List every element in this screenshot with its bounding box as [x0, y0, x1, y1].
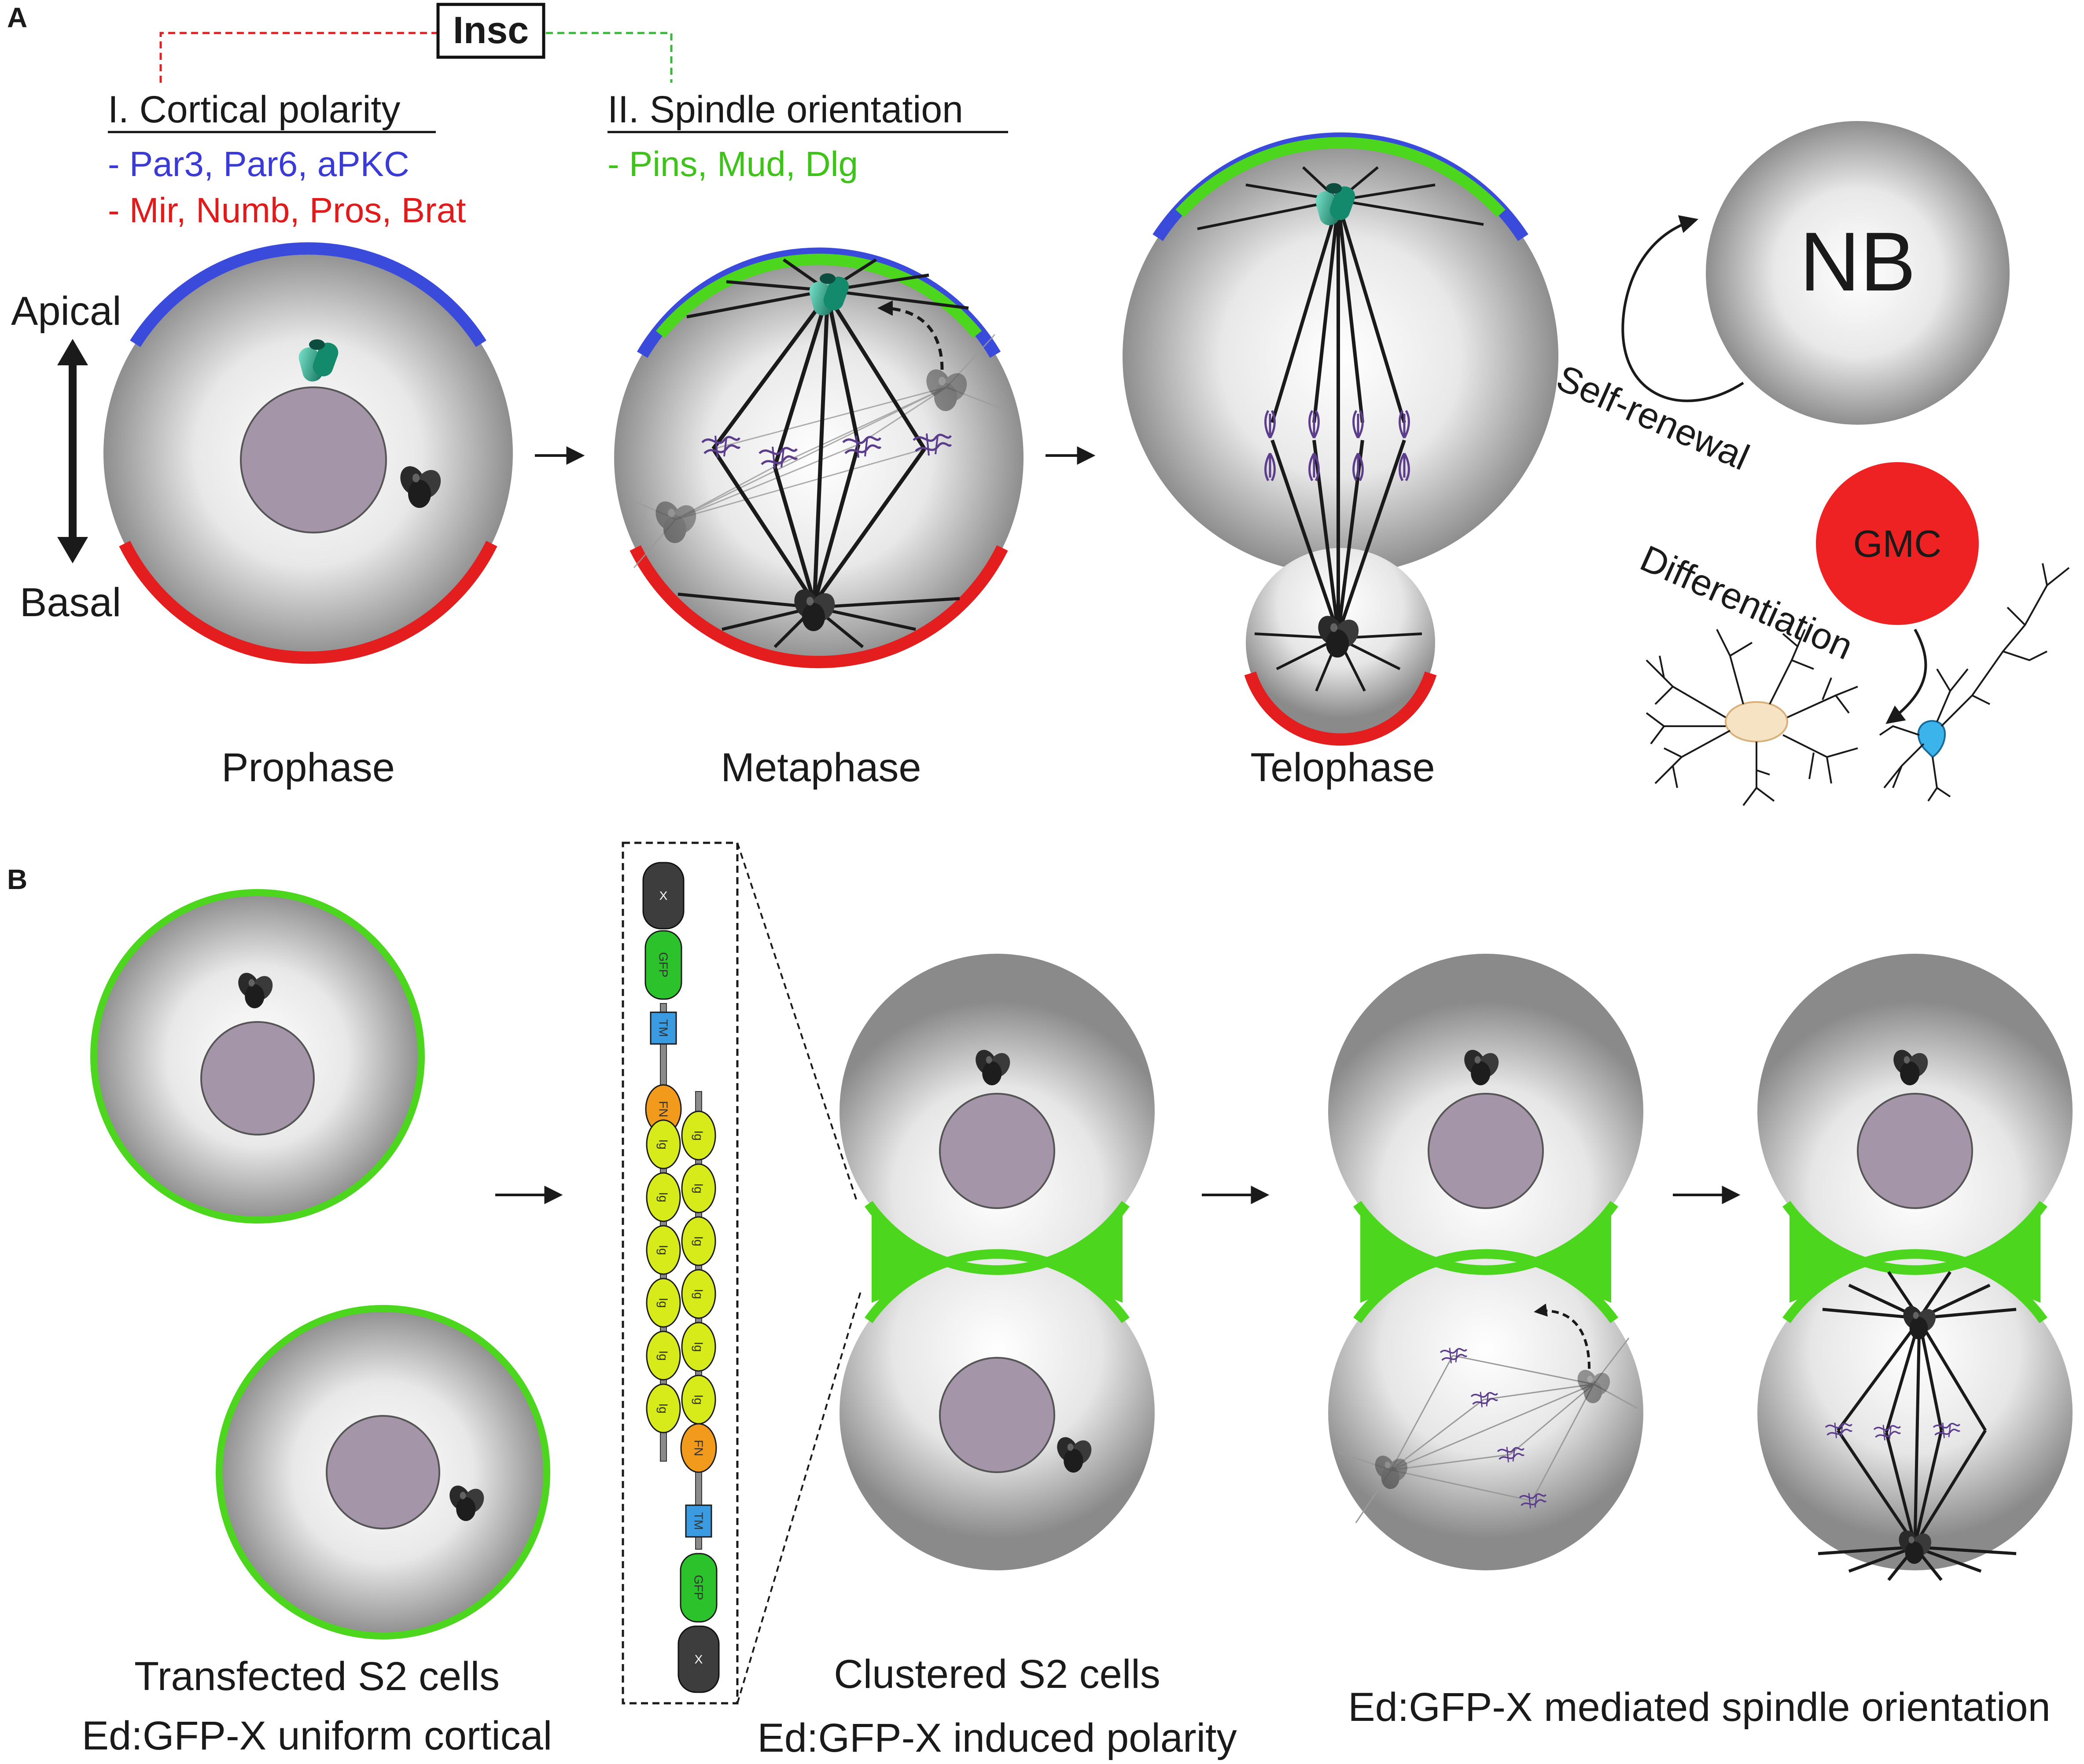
nucleus — [200, 1021, 315, 1136]
glia-icon — [1646, 629, 1858, 806]
nb-label: NB — [1800, 215, 1916, 309]
panel-a-label: A — [7, 2, 27, 33]
domain-gfp-top: GFP — [657, 952, 670, 978]
ed-gfp-x-construct: X GFP TM FN Ig Ig Ig Ig Ig Ig — [622, 842, 862, 1705]
domain-tm-bottom: TM — [692, 1512, 706, 1530]
basal-label: Basal — [20, 580, 121, 625]
caption-spindle: Ed:GFP-X mediated spindle orientation — [1348, 1685, 2051, 1730]
domain-ig: Ig — [692, 1130, 706, 1140]
telophase-cell — [1123, 132, 1558, 746]
domain-tm-top: TM — [657, 1019, 670, 1037]
panel-b-label: B — [7, 864, 27, 895]
domain-ig: Ig — [657, 1192, 670, 1202]
domain-ig: Ig — [692, 1236, 706, 1246]
rotation-arrow-icon — [1534, 1303, 1591, 1369]
domain-ig: Ig — [657, 1297, 670, 1308]
domain-ig: Ig — [692, 1341, 706, 1352]
pins-proteins-text: - Pins, Mud, Dlg — [608, 144, 858, 184]
transfected-cell-bottom — [216, 1305, 550, 1639]
nucleus — [326, 1415, 440, 1529]
construct-box — [622, 842, 739, 1705]
self-renewal-arrow-icon — [1621, 215, 1744, 402]
differentiation-arrow-icon — [1885, 628, 1927, 724]
caption-clustered-line2: Ed:GFP-X induced polarity — [757, 1716, 1237, 1760]
domain-x-top: X — [659, 889, 668, 903]
gmc-cell: GMC — [1816, 462, 1979, 625]
stage-label-telophase: Telophase — [1250, 745, 1435, 790]
prophase-cell — [103, 242, 513, 664]
caption-transfected-line2: Ed:GFP-X uniform cortical — [82, 1713, 552, 1758]
domain-ig: Ig — [692, 1183, 706, 1193]
spindle-orientation-heading: II. Spindle orientation — [608, 88, 963, 131]
spindle-rotation-cells — [1328, 954, 1643, 1570]
apical-basal-arrow-icon — [57, 339, 88, 563]
domain-ig: Ig — [657, 1350, 670, 1360]
apical-crescent — [130, 242, 486, 347]
nucleus — [939, 1093, 1055, 1209]
nucleus — [1428, 1093, 1544, 1209]
domain-ig: Ig — [657, 1245, 670, 1255]
insc-box — [436, 3, 545, 59]
insc-connector: Insc — [159, 3, 673, 83]
nucleus — [939, 1357, 1055, 1473]
neuron-icon — [1879, 563, 2070, 802]
domain-gfp-bottom: GFP — [692, 1575, 706, 1600]
nucleus — [240, 386, 387, 533]
domain-x-bottom: X — [695, 1653, 703, 1666]
domain-fn-bottom: FN — [692, 1440, 706, 1456]
ig-domains-right: Ig Ig Ig Ig Ig Ig — [681, 1110, 716, 1425]
domain-fn-top: FN — [657, 1101, 670, 1117]
domain-ig: Ig — [657, 1139, 670, 1149]
insc-label: Insc — [453, 9, 529, 51]
transfected-cell-top — [90, 889, 425, 1224]
caption-transfected-line1: Transfected S2 cells — [134, 1654, 500, 1699]
caption-clustered-line1: Clustered S2 cells — [834, 1652, 1160, 1697]
neuroblast-cell: NB — [1706, 121, 2010, 425]
rotation-arrow-icon — [877, 300, 944, 370]
domain-ig: Ig — [657, 1403, 670, 1413]
basal-proteins-text: - Mir, Numb, Pros, Brat — [108, 191, 466, 230]
metaphase-cell — [614, 247, 1024, 669]
basal-crescent — [119, 540, 497, 664]
apical-proteins-text: - Par3, Par6, aPKC — [108, 144, 409, 184]
domain-ig: Ig — [692, 1289, 706, 1299]
self-renewal-label: Self-renewal — [1551, 357, 1756, 478]
domain-ig: Ig — [692, 1394, 706, 1404]
nucleus — [1857, 1093, 1973, 1209]
stage-label-metaphase: Metaphase — [721, 745, 921, 790]
clustered-cells — [839, 954, 1155, 1570]
pins-crescent — [655, 254, 982, 338]
stage-label-prophase: Prophase — [221, 745, 395, 790]
cortical-polarity-heading: I. Cortical polarity — [108, 88, 400, 131]
apical-label: Apical — [11, 289, 122, 334]
gmc-label: GMC — [1853, 523, 1942, 565]
oriented-spindle-cells — [1757, 954, 2073, 1581]
ig-domains-left: Ig Ig Ig Ig Ig Ig — [646, 1119, 681, 1433]
